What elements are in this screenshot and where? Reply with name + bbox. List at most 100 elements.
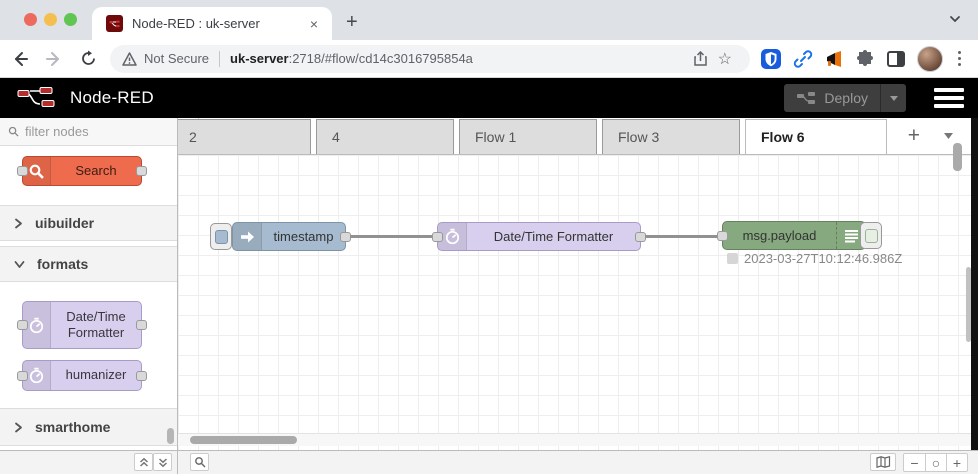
debug-toggle-button[interactable] xyxy=(860,222,882,249)
app-title: Node-RED xyxy=(70,88,154,107)
canvas-horizontal-scroll-track[interactable] xyxy=(178,433,972,446)
node-palette: Search uibuilder formats Date/TimeFormat… xyxy=(0,118,178,450)
palette-collapse-all-button[interactable] xyxy=(134,453,153,471)
node-label: Date/Time Formatter xyxy=(493,229,614,244)
zoom-out-button[interactable]: − xyxy=(910,454,919,471)
mac-titlebar: Node-RED : uk-server × + xyxy=(0,0,978,40)
palette-category-smarthome[interactable]: smarthome xyxy=(0,408,177,446)
flow-tab-active[interactable]: Flow 6 xyxy=(745,119,887,154)
omnibox-divider xyxy=(219,50,221,67)
status-text: 2023-03-27T10:12:46.986Z xyxy=(744,251,903,266)
browser-tab[interactable]: Node-RED : uk-server × xyxy=(92,7,332,40)
chevron-right-icon xyxy=(15,422,22,432)
right-edge-strip xyxy=(971,118,978,474)
canvas-search-button[interactable] xyxy=(190,453,209,471)
zoom-controls: − ○ + xyxy=(903,453,968,472)
palette-category-uibuilder[interactable]: uibuilder xyxy=(0,205,177,241)
extensions-row xyxy=(760,45,975,72)
zoom-in-button[interactable]: + xyxy=(946,454,967,471)
navigator-map-button[interactable] xyxy=(870,453,896,471)
address-bar[interactable]: Not Secure uk-server :2718/#flow/cd14c30… xyxy=(110,44,750,73)
flow-tabbar: 2 4 Flow 1 Flow 3 Flow 6 + xyxy=(178,118,972,155)
tab-close-icon[interactable]: × xyxy=(309,15,318,32)
nodered-footer: − ○ + xyxy=(0,450,978,474)
node-input-port[interactable] xyxy=(432,231,443,242)
flow-canvas[interactable]: timestamp Date/Time Formatter msg.payloa… xyxy=(178,143,972,450)
node-debug-msg-payload[interactable]: msg.payload xyxy=(717,221,866,250)
extensions-puzzle-icon[interactable] xyxy=(855,49,875,69)
chevron-down-icon[interactable] xyxy=(948,12,962,26)
node-input-port[interactable] xyxy=(717,230,728,241)
nodered-favicon xyxy=(106,15,123,32)
zoom-reset-button[interactable]: ○ xyxy=(925,454,946,471)
node-output-port[interactable] xyxy=(136,370,147,381)
sidebar-toggle-icon[interactable] xyxy=(886,49,906,69)
share-icon[interactable] xyxy=(693,50,708,67)
node-input-port[interactable] xyxy=(17,166,28,176)
node-status: 2023-03-27T10:12:46.986Z xyxy=(727,251,902,266)
palette-node-search[interactable]: Search xyxy=(17,156,147,186)
forward-icon[interactable] xyxy=(40,45,68,73)
bookmark-star-icon[interactable]: ☆ xyxy=(717,50,732,68)
deploy-icon xyxy=(797,92,816,104)
palette-scrollbar[interactable] xyxy=(167,428,174,444)
not-secure-warning-icon[interactable] xyxy=(122,51,137,66)
megaphone-extension-icon[interactable] xyxy=(824,49,844,69)
deploy-label: Deploy xyxy=(824,90,868,106)
node-datetime-formatter[interactable]: Date/Time Formatter xyxy=(432,222,646,251)
reload-icon[interactable] xyxy=(74,45,102,73)
node-input-port[interactable] xyxy=(17,320,28,330)
flow-tab[interactable]: 4 xyxy=(316,119,454,154)
browser-menu-icon[interactable] xyxy=(958,51,961,66)
wire[interactable] xyxy=(645,235,725,238)
category-label: formats xyxy=(37,256,89,272)
canvas-vertical-scrollbar[interactable] xyxy=(953,143,962,171)
search-icon xyxy=(194,457,205,468)
profile-avatar[interactable] xyxy=(917,45,943,72)
not-secure-label: Not Secure xyxy=(144,51,210,66)
node-output-port[interactable] xyxy=(136,166,147,176)
palette-node-humanizer[interactable]: humanizer xyxy=(17,360,147,391)
chevron-down-icon xyxy=(14,260,25,268)
add-flow-icon[interactable]: + xyxy=(907,124,920,147)
browser-tab-title: Node-RED : uk-server xyxy=(132,16,260,31)
category-label: uibuilder xyxy=(35,215,95,231)
new-tab-icon[interactable]: + xyxy=(346,11,358,33)
deploy-options-chevron-icon[interactable] xyxy=(880,84,906,112)
canvas-horizontal-scrollbar[interactable] xyxy=(190,436,297,444)
inject-trigger-button[interactable] xyxy=(210,223,232,250)
wire[interactable] xyxy=(350,235,438,238)
deploy-button[interactable]: Deploy xyxy=(784,84,906,112)
status-dot-icon xyxy=(727,253,738,264)
palette-category-formats[interactable]: formats xyxy=(0,246,177,282)
nodered-header: Node-RED Deploy xyxy=(0,78,978,118)
flow-tab[interactable]: Flow 3 xyxy=(602,119,740,154)
node-input-port[interactable] xyxy=(17,370,28,381)
palette-node-label: Search xyxy=(75,162,117,178)
nodered-logo-icon xyxy=(16,85,60,111)
mac-close-button[interactable] xyxy=(24,13,37,26)
url-path: :2718/#flow/cd14c3016795854a xyxy=(288,51,473,66)
node-output-port[interactable] xyxy=(136,320,147,330)
flow-list-chevron-icon[interactable] xyxy=(943,131,954,140)
url-host: uk-server xyxy=(230,51,289,66)
flow-tab[interactable]: Flow 1 xyxy=(459,119,597,154)
palette-footer xyxy=(0,451,178,474)
page-scrollbar[interactable] xyxy=(966,267,971,342)
flow-tab[interactable]: 2 xyxy=(178,119,311,154)
palette-expand-all-button[interactable] xyxy=(153,453,172,471)
palette-filter-input[interactable] xyxy=(25,124,145,139)
back-icon[interactable] xyxy=(6,45,34,73)
mac-zoom-button[interactable] xyxy=(64,13,77,26)
inject-arrow-icon xyxy=(233,223,262,250)
node-inject-timestamp[interactable]: timestamp xyxy=(232,222,351,251)
mac-minimize-button[interactable] xyxy=(44,13,57,26)
main-menu-hamburger-icon[interactable] xyxy=(934,88,964,108)
password-manager-extension-icon[interactable] xyxy=(760,48,782,70)
link-extension-icon[interactable] xyxy=(793,49,813,69)
palette-filter[interactable] xyxy=(0,118,177,146)
search-icon xyxy=(8,126,19,137)
